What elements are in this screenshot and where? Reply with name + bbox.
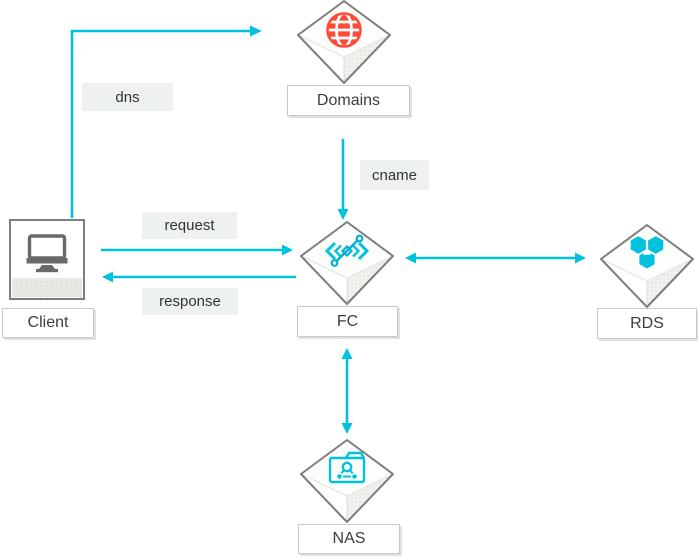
database-hexagons-icon bbox=[629, 234, 665, 271]
edge-request-arrow bbox=[101, 244, 293, 256]
fc-node-label: FC bbox=[297, 306, 398, 337]
edge-cname-arrow bbox=[337, 139, 349, 220]
shared-folder-icon bbox=[328, 451, 366, 484]
monitor-icon bbox=[26, 234, 68, 273]
domains-node bbox=[297, 0, 391, 84]
edge-response-arrow bbox=[102, 271, 296, 283]
dns-edge-label: dns bbox=[82, 83, 173, 111]
rds-node bbox=[600, 224, 694, 308]
response-edge-label: response bbox=[142, 288, 238, 315]
nas-node-label: NAS bbox=[298, 524, 400, 554]
globe-icon bbox=[326, 12, 362, 48]
function-compute-icon bbox=[324, 234, 370, 267]
edge-fc-rds-arrow bbox=[405, 252, 586, 264]
client-node bbox=[9, 219, 85, 300]
cname-edge-label: cname bbox=[360, 160, 429, 190]
fc-node bbox=[300, 221, 394, 305]
client-node-label: Client bbox=[2, 308, 94, 338]
nas-node bbox=[300, 439, 394, 523]
domains-node-label: Domains bbox=[287, 85, 410, 116]
rds-node-label: RDS bbox=[597, 308, 697, 339]
edge-fc-nas-arrow bbox=[341, 348, 353, 434]
edge-dns-arrow bbox=[70, 25, 262, 218]
request-edge-label: request bbox=[142, 212, 237, 239]
